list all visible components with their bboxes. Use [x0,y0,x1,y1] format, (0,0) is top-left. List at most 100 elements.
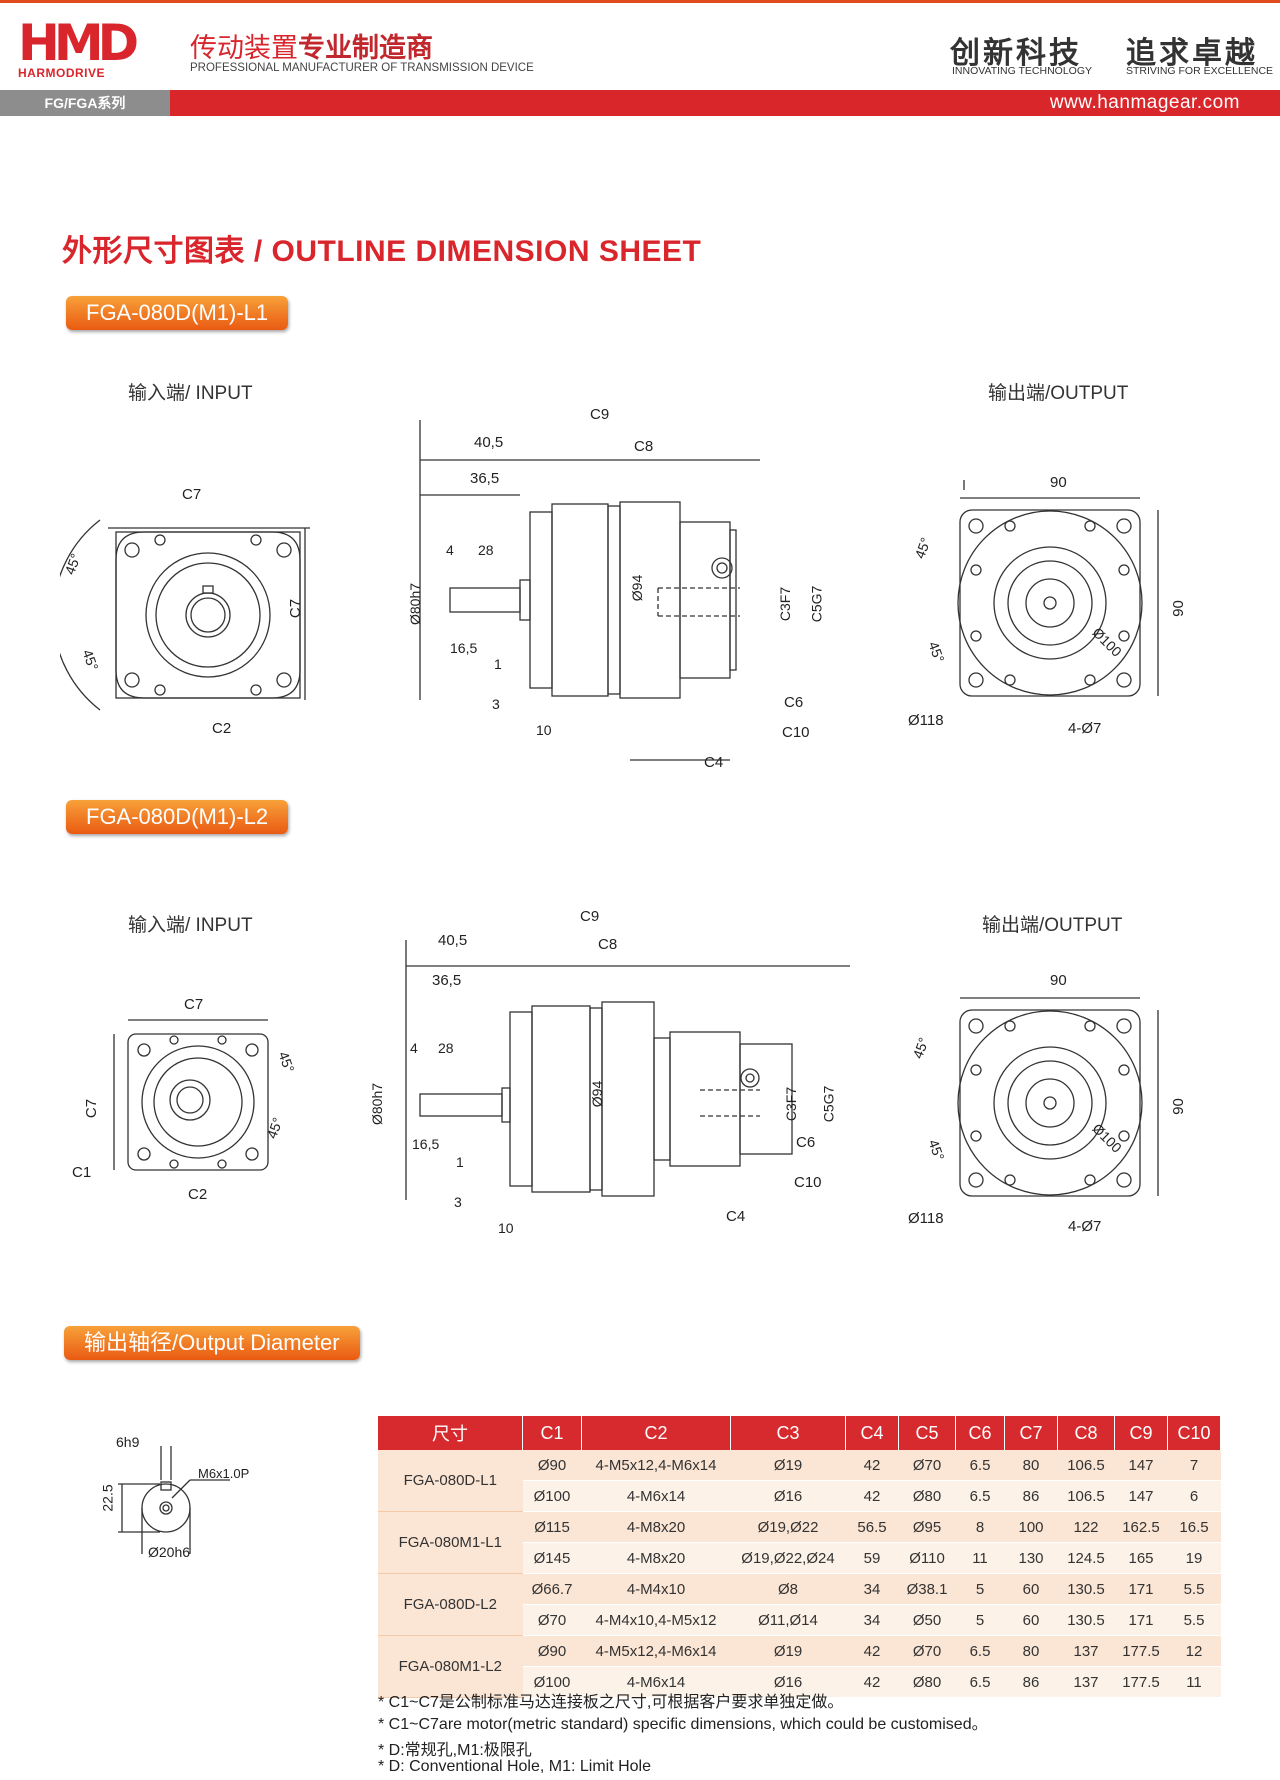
dim-c2-l2: C2 [188,1186,208,1203]
header-band [0,90,1280,116]
table-cell: 122 [1057,1511,1115,1543]
output-label-l2: 输出端/OUTPUT [982,915,1123,936]
table-cell: 80 [1004,1450,1058,1481]
table-cell: 80 [1004,1635,1058,1667]
website-link[interactable]: www.hanmagear.com [1049,92,1240,113]
table-cell: 6.5 [955,1480,1005,1512]
table-cell: 137 [1057,1666,1115,1698]
table-cell: 5 [955,1573,1005,1605]
table-cell: 8 [955,1511,1005,1543]
dim-c9-l1: C9 [590,406,610,423]
table-cell: 4-M8x20 [581,1542,731,1574]
table-cell: 4-M6x14 [581,1480,731,1512]
dim-c3-l2: C3F7 [783,1086,800,1122]
table-cell: 130.5 [1057,1604,1115,1636]
table-cell: 12 [1167,1635,1221,1667]
table-cell: Ø145 [522,1542,582,1574]
dim-16-5-l2: 16,5 [412,1136,440,1152]
input-view-drawing-l1 [60,519,310,711]
table-header-row: 尺寸 C1 C2 C3 C4 C5 C6 C7 C8 C9 C10 [378,1416,1221,1450]
dim-c4-l1: C4 [704,754,724,771]
dim-d118-l2: Ø118 [908,1210,944,1227]
table-cell: 6 [1167,1480,1221,1512]
note-4: * D: Conventional Hole, M1: Limit Hole [378,1758,652,1775]
tagline-cn: 传动装置专业制造商 [190,33,433,64]
table-cell: Ø66.7 [522,1573,582,1605]
table-cell: 42 [845,1666,899,1698]
table-cell: 5.5 [1167,1604,1221,1636]
dim-c1-l2: C1 [72,1164,92,1181]
table-cell: 137 [1057,1635,1115,1667]
table-cell: 106.5 [1057,1450,1115,1481]
dim-40-5-l1: 40,5 [474,434,504,451]
shaft-height: 22.5 [99,1484,116,1512]
table-cell: Ø11,Ø14 [730,1604,846,1636]
table-cell: Ø8 [730,1573,846,1605]
table-cell: Ø70 [898,1450,956,1481]
input-label-l2: 输入端/ INPUT [128,915,253,936]
table-cell: 162.5 [1114,1511,1168,1543]
table-cell: Ø70 [898,1635,956,1667]
dim-c7-top-l2: C7 [184,996,204,1013]
tagline-en: PROFESSIONAL MANUFACTURER OF TRANSMISSIO… [190,62,534,74]
dim-c4-l2: C4 [726,1208,746,1225]
table-cell: 42 [845,1480,899,1512]
table-cell: Ø95 [898,1511,956,1543]
table-cell: 4-M4x10,4-M5x12 [581,1604,731,1636]
dimension-table: 尺寸 C1 C2 C3 C4 C5 C6 C7 C8 C9 C10 FGA-08… [378,1416,1221,1698]
dim-3-l1: 3 [492,696,500,712]
table-cell: 147 [1114,1480,1168,1512]
note-2: * C1~C7are motor(metric standard) specif… [378,1716,988,1733]
dim-d80-l2: Ø80h7 [369,1082,386,1126]
table-cell: 60 [1004,1604,1058,1636]
table-cell: 34 [845,1573,899,1605]
table-header: C7 [1004,1416,1058,1450]
table-cell: 19 [1167,1542,1221,1574]
side-view-drawing-l2 [405,940,850,1200]
dim-c8-l1: C8 [634,438,654,455]
dim-c10-l2: C10 [794,1174,822,1191]
slogan-striving: 追求卓越 [1126,36,1258,71]
table-header: C5 [898,1416,956,1450]
output-shaft-drawing [118,1446,230,1554]
table-cell: 171 [1114,1604,1168,1636]
dim-36-5-l2: 36,5 [432,972,462,989]
table-cell: Ø100 [522,1666,582,1698]
table-header: C6 [955,1416,1005,1450]
table-cell: 7 [1167,1450,1221,1481]
dim-4-l1: 4 [446,542,454,558]
table-cell: 42 [845,1635,899,1667]
input-view-drawing-l2 [113,1019,269,1171]
dim-40-5-l2: 40,5 [438,932,468,949]
table-cell: Ø19,Ø22 [730,1511,846,1543]
table-cell: 56.5 [845,1511,899,1543]
dim-c3-l1: C3F7 [777,586,794,622]
table-cell: Ø70 [522,1604,582,1636]
table-cell: 4-M8x20 [581,1511,731,1543]
table-cell: Ø90 [522,1450,582,1481]
dim-c6-l2: C6 [796,1134,816,1151]
table-cell: 106.5 [1057,1480,1115,1512]
dim-4-l2: 4 [410,1040,418,1056]
side-view-drawing-l1 [419,420,760,761]
table-cell: 147 [1114,1450,1168,1481]
dim-28-l1: 28 [478,542,494,558]
dim-d94-l1: Ø94 [629,574,646,602]
dim-c5-l2: C5G7 [820,1085,837,1123]
dim-4-d7-l1: 4-Ø7 [1068,720,1102,737]
table-header: 尺寸 [378,1416,523,1450]
note-1: * C1~C7是公制标准马达连接板之尺寸,可根据客户要求单独定做。 [378,1694,844,1711]
table-cell: Ø115 [522,1511,582,1543]
table-cell: Ø19 [730,1635,846,1667]
table-cell: 34 [845,1604,899,1636]
dim-c8-l2: C8 [598,936,618,953]
dim-d80-l1: Ø80h7 [407,582,424,626]
dim-c6-l1: C6 [784,694,804,711]
table-cell: 6.5 [955,1450,1005,1481]
table-header: C8 [1057,1416,1115,1450]
table-cell: 6.5 [955,1666,1005,1698]
top-rule [0,0,1280,3]
